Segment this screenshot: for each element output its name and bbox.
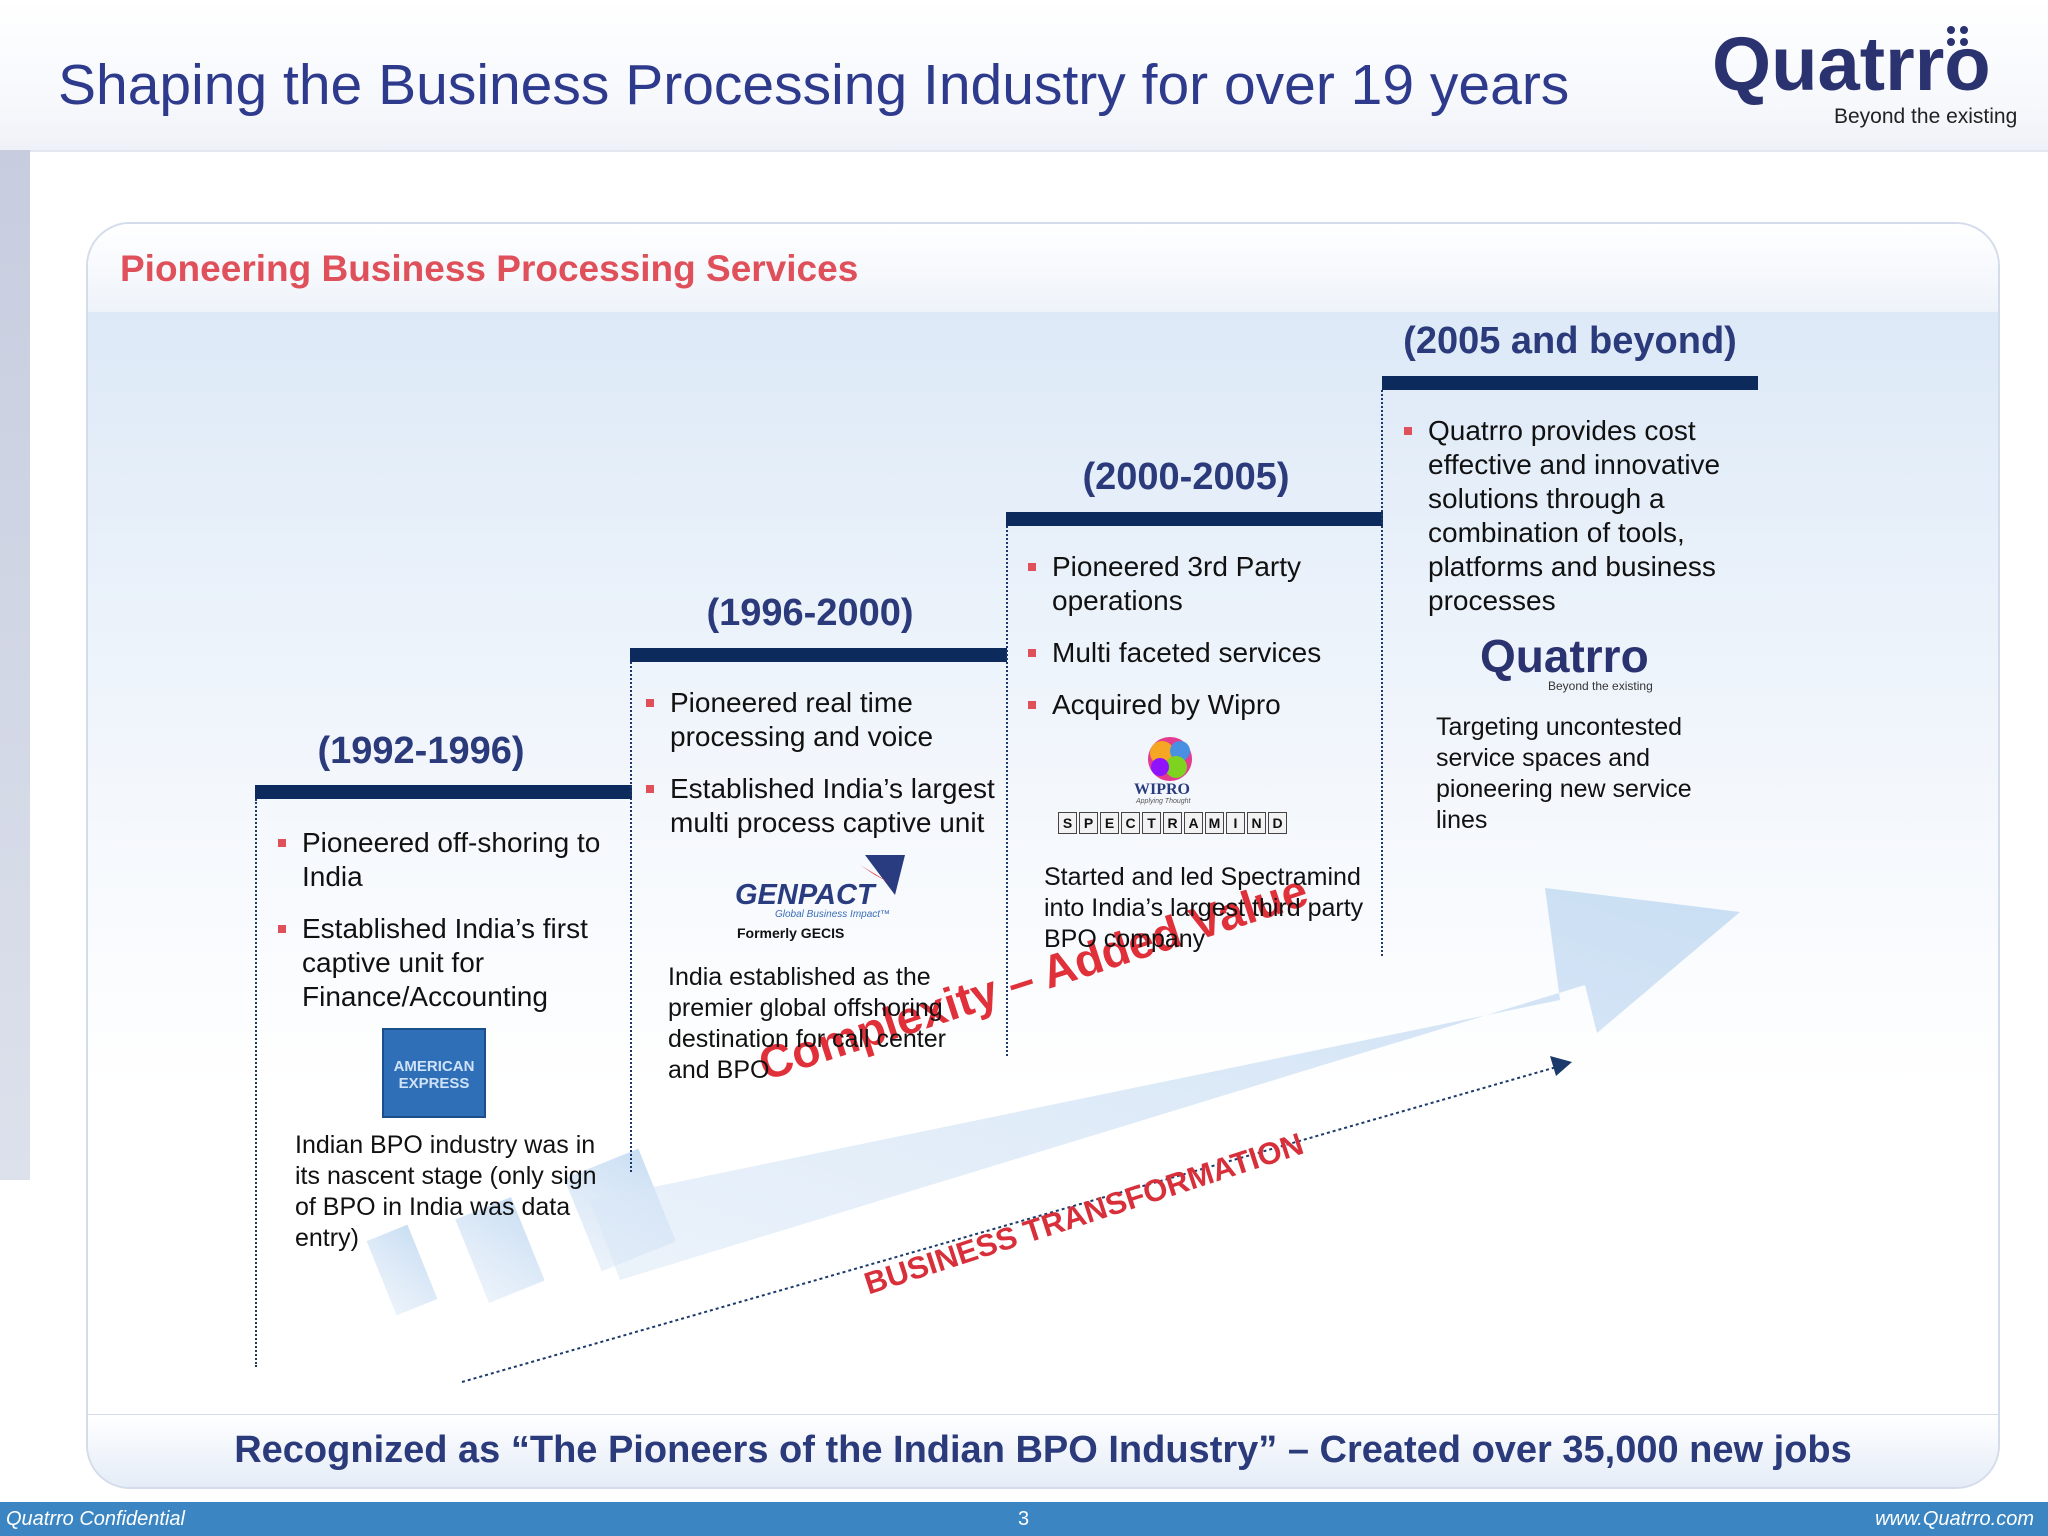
wipro-logo: WIPRO Applying Thought (1130, 733, 1210, 805)
svg-text:Quatrro: Quatrro (1480, 630, 1649, 682)
slide-header: Shaping the Business Processing Industry… (0, 0, 2048, 152)
transformation-line (461, 1065, 1561, 1383)
arrow-dash-1 (366, 1224, 438, 1316)
panel-body (88, 312, 1998, 1352)
panel-title: Pioneering Business Processing Services (120, 248, 859, 289)
stage-4-description: Targeting uncontested service spaces and… (1436, 713, 1692, 834)
bullet: Established India’s largest multi proces… (646, 772, 1006, 840)
stage-divider-2 (630, 662, 632, 1172)
bullet: Pioneered real time processing and voice (646, 686, 1006, 754)
panel-header: Pioneering Business Processing Services (88, 224, 1998, 312)
stage-bar-4 (1382, 376, 1758, 390)
bullet: Pioneered 3rd Party operations (1028, 550, 1378, 618)
stage-1-description: Indian BPO industry was in its nascent s… (295, 1131, 597, 1252)
arrow-body (590, 888, 1740, 1280)
page-number: 3 (1018, 1508, 1030, 1530)
stage-divider-3 (1006, 526, 1008, 1056)
footer-statement: Recognized as “The Pioneers of the India… (234, 1429, 1852, 1471)
genpact-logo: GENPACT Global Business Impact™ Formerly… (735, 855, 915, 945)
bullet: Quatrro provides cost effective and inno… (1404, 414, 1744, 618)
stage-bar-1 (255, 785, 632, 799)
bottom-bar: Quatrro Confidential 3 www.Quatrro.com (0, 1502, 2048, 1536)
svg-text:Beyond the existing: Beyond the existing (1834, 105, 2017, 128)
period-1996-2000: (1996-2000) (706, 592, 914, 634)
side-strip (0, 150, 30, 1180)
stage-4-bullets: Quatrro provides cost effective and inno… (1404, 414, 1744, 636)
bullet: Multi faceted services (1028, 636, 1378, 670)
american-express-logo: AMERICAN EXPRESS (382, 1028, 486, 1118)
period-2005-beyond: (2005 and beyond) (1403, 320, 1737, 362)
stage-2-description: India established as the premier global … (668, 963, 946, 1084)
bullet: Established India’s first captive unit f… (278, 912, 608, 1014)
stage-3-bullets: Pioneered 3rd Party operations Multi fac… (1028, 550, 1378, 740)
slide-title: Shaping the Business Processing Industry… (58, 53, 1570, 117)
website-link[interactable]: www.Quatrro.com (1875, 1508, 2034, 1530)
period-1992-1996: (1992-1996) (317, 730, 525, 772)
svg-text:Quatrro: Quatrro (1712, 22, 1991, 107)
bullet: Pioneered off-shoring to India (278, 826, 608, 894)
arrow-dash-2 (455, 1197, 545, 1303)
stage-3-description: Started and led Spectramind into India’s… (1044, 863, 1364, 953)
confidential-label: Quatrro Confidential (6, 1508, 185, 1530)
stage-bar-3 (1006, 512, 1383, 526)
panel-footer: Recognized as “The Pioneers of the India… (88, 1414, 1998, 1487)
stage-1-bullets: Pioneered off-shoring to India Establish… (278, 826, 608, 1032)
transformation-arrowhead (1550, 1056, 1572, 1076)
stage-divider-4 (1381, 390, 1383, 956)
stage-divider-1 (255, 799, 257, 1367)
period-2000-2005: (2000-2005) (1082, 456, 1290, 498)
quatrro-small-logo: Quatrro Beyond the existing (1480, 630, 1653, 693)
svg-text:Beyond the existing: Beyond the existing (1548, 679, 1653, 693)
quatrro-logo: Quatrro Beyond the existing (1712, 22, 2017, 128)
stage-bar-2 (630, 648, 1007, 662)
stage-2-bullets: Pioneered real time processing and voice… (646, 686, 1006, 858)
bullet: Acquired by Wipro (1028, 688, 1378, 722)
